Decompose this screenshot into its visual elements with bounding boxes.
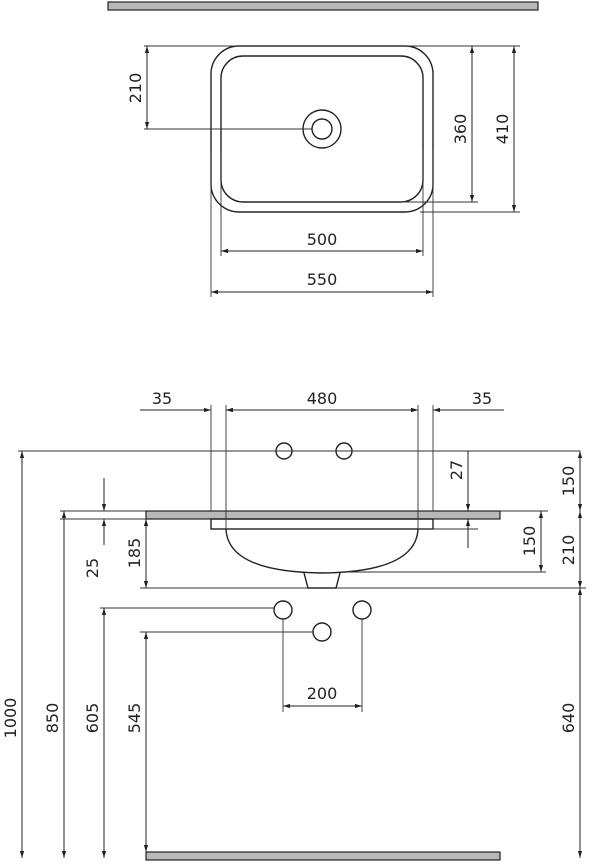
- dim-25-label: 25: [83, 558, 102, 578]
- drain-connection: [312, 622, 332, 642]
- supply-right: [352, 600, 372, 620]
- dim-150-top-label: 150: [559, 466, 578, 497]
- dim-1000: 1000: [1, 451, 25, 858]
- dim-1000-label: 1000: [1, 698, 20, 739]
- dim-210-front-label: 210: [559, 535, 578, 566]
- dim-150-mid: 150: [520, 511, 544, 572]
- dim-550: 550: [211, 270, 433, 295]
- dim-545: 545: [125, 632, 149, 852]
- top-view: 210 360 410 500 550: [107, 1, 539, 297]
- dim-185: 185: [125, 519, 149, 588]
- dim-850-label: 850: [43, 703, 62, 734]
- dim-605: 605: [83, 608, 107, 858]
- dim-360-label: 360: [451, 114, 470, 145]
- dim-35-right: 35: [404, 389, 504, 413]
- basin-bowl: [225, 528, 419, 574]
- dim-35-left-label: 35: [152, 389, 172, 408]
- dim-25: 25: [83, 478, 107, 578]
- floor-hatch: [145, 851, 501, 861]
- dim-35-left: 35: [140, 389, 240, 413]
- countertop-hatch: [145, 510, 501, 520]
- dim-545-label: 545: [125, 703, 144, 734]
- dim-550-label: 550: [307, 270, 338, 289]
- front-extension-lines: [18, 405, 586, 712]
- dim-640-label: 640: [559, 703, 578, 734]
- dim-360: 360: [451, 46, 475, 202]
- top-extension-lines: [144, 45, 520, 297]
- dim-150-top: 150: [559, 451, 583, 511]
- basin-rim: [210, 518, 434, 530]
- dim-605-label: 605: [83, 703, 102, 734]
- dim-210-label: 210: [126, 73, 145, 104]
- wall-hatch-top: [107, 1, 539, 11]
- dim-185-label: 185: [125, 538, 144, 569]
- dim-27: 27: [447, 451, 471, 548]
- dim-210-front: 210: [559, 511, 583, 588]
- dim-200-label: 200: [307, 684, 338, 703]
- drain-spout: [303, 572, 341, 589]
- dim-150-mid-label: 150: [520, 526, 539, 557]
- dim-500: 500: [221, 230, 423, 254]
- dim-500-label: 500: [307, 230, 338, 249]
- dim-35-right-label: 35: [472, 389, 492, 408]
- dim-410: 410: [493, 46, 517, 212]
- dim-850: 850: [43, 511, 67, 858]
- dim-480-label: 480: [307, 389, 338, 408]
- dim-27-label: 27: [447, 460, 466, 480]
- front-view: 35 480 35 27 150 150: [1, 389, 586, 861]
- dim-480: 480: [226, 389, 418, 413]
- dim-410-label: 410: [493, 114, 512, 145]
- drain-inner: [311, 118, 333, 140]
- dim-640: 640: [559, 588, 583, 858]
- supply-left: [273, 600, 293, 620]
- dim-200: 200: [283, 684, 362, 709]
- dim-210-top: 210: [126, 46, 150, 129]
